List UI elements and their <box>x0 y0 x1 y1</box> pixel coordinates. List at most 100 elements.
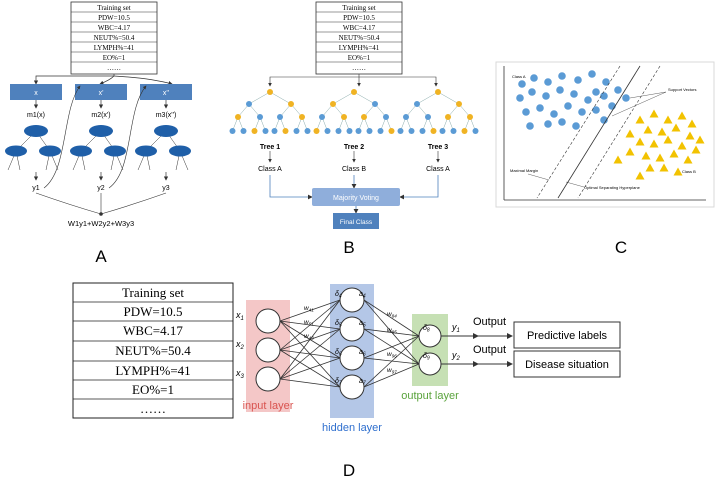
input-label: x'' <box>163 90 169 97</box>
panel-label-c: C <box>615 238 627 257</box>
tree-node <box>445 114 451 120</box>
class-a-point <box>550 110 558 118</box>
class-a-point <box>544 120 552 128</box>
class-b-point <box>669 149 679 158</box>
margin-line <box>577 65 661 199</box>
model-input-box <box>75 84 127 100</box>
tree-node <box>435 89 441 95</box>
network-connections <box>279 299 420 388</box>
network-edge <box>363 363 420 388</box>
tree-node <box>288 101 294 107</box>
class-b-point <box>625 129 635 138</box>
mini-tree-1 <box>5 125 61 171</box>
network-edge <box>363 299 420 337</box>
tree-node <box>456 101 462 107</box>
connector <box>33 74 115 85</box>
svg-text:δ5: δ5 <box>335 320 342 329</box>
output-nodes <box>418 324 442 376</box>
tree-node <box>351 89 357 95</box>
svg-text:δ9: δ9 <box>423 353 430 362</box>
class-b-point <box>691 145 701 154</box>
tree-node <box>319 114 325 120</box>
table-d-row: NEUT%=50.4 <box>115 343 191 358</box>
tree-label: Tree 3 <box>428 144 448 151</box>
connector <box>99 75 115 85</box>
input-nodes <box>255 308 281 392</box>
network-edge <box>363 335 420 359</box>
table-d-row: LYMPH%=41 <box>115 363 190 378</box>
table-b-header: Training set <box>342 4 375 12</box>
connector <box>113 75 173 86</box>
tree-node <box>403 114 409 120</box>
final-class-box <box>333 213 379 229</box>
tree-node <box>330 101 336 107</box>
weight-labels: w41 w51 w43 w84 w85 w96 w97 <box>304 305 397 375</box>
class-b-point <box>659 163 669 172</box>
tree-node <box>313 128 320 134</box>
tree-node <box>299 114 305 120</box>
output-word: Output <box>473 316 506 328</box>
tree-node <box>450 128 457 134</box>
tree-node <box>240 128 247 134</box>
class-a-point <box>530 74 538 82</box>
class-b-point <box>613 155 623 164</box>
disease-situation-box <box>513 350 621 378</box>
class-a-point <box>522 108 530 116</box>
svm-plot-frame <box>495 61 715 208</box>
class-a-point <box>592 106 600 114</box>
model-input-box <box>10 84 62 100</box>
model-label: m3(x'') <box>156 112 177 119</box>
class-b-point <box>655 153 665 162</box>
model-label: m1(x) <box>27 112 45 119</box>
tree-edge <box>269 91 292 105</box>
combined-output: W1y1+W2y2+W3y3 <box>68 219 134 228</box>
tree-node <box>425 114 431 120</box>
table-a-row: …… <box>107 64 121 72</box>
output-word: Output <box>473 344 506 356</box>
class-b-point <box>663 135 673 144</box>
final-class-label: Final Class <box>340 219 373 226</box>
input-variable-labels: x1 x2 x3 <box>235 310 245 380</box>
maximal-margin-label: Maximal Margin <box>510 168 538 173</box>
class-b-point <box>643 125 653 134</box>
svg-text:y1: y1 <box>451 322 460 334</box>
tree-node <box>235 114 241 120</box>
tree-node <box>397 128 404 134</box>
tree-node <box>335 128 342 134</box>
tree-node <box>461 128 468 134</box>
disease-situation-text: Disease situation <box>525 359 609 371</box>
class-b-point <box>663 115 673 124</box>
tree-node <box>439 128 446 134</box>
table-d-row: …… <box>140 401 166 416</box>
tree-node <box>377 128 384 134</box>
class-a-point <box>558 72 566 80</box>
class-a-point <box>584 96 592 104</box>
predictive-labels-text: Predictive labels <box>527 330 608 342</box>
svg-text:w51: w51 <box>304 319 314 327</box>
tree-node <box>304 128 311 134</box>
class-b-point <box>673 167 683 176</box>
tree-node <box>430 128 437 134</box>
svg-text:w41: w41 <box>304 305 314 313</box>
svg-text:a7: a7 <box>359 378 366 387</box>
svg-text:w97: w97 <box>387 367 397 375</box>
tree-edge <box>353 91 376 105</box>
network-edge <box>279 299 341 351</box>
class-a-point <box>608 102 616 110</box>
tree-node <box>366 128 373 134</box>
class-b-point <box>635 115 645 124</box>
class-a-point <box>542 92 550 100</box>
model-input-box <box>140 84 192 100</box>
tree-node <box>277 114 283 120</box>
table-b-row: EO%=1 <box>348 54 371 62</box>
network-edge <box>363 328 420 337</box>
table-b-row: NEUT%=50.4 <box>339 34 380 42</box>
tree-node <box>408 128 415 134</box>
svg-text:w96: w96 <box>387 351 397 359</box>
panel-label-d: D <box>343 461 355 480</box>
class-a-point <box>572 122 580 130</box>
tree-node <box>324 128 331 134</box>
output-layer-label: output layer <box>401 390 459 402</box>
table-d-row: PDW=10.5 <box>124 304 183 319</box>
training-set-table-a: Training set PDW=10.5 WBC=4.17 NEUT%=50.… <box>70 1 158 75</box>
